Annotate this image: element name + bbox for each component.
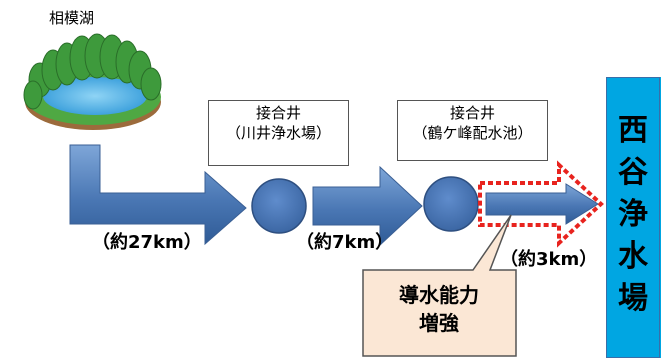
destination-plant: 西 谷 浄 水 場 — [606, 77, 660, 358]
destination-char: 水 — [618, 239, 648, 274]
junction-label-name: （川井浄水場） — [225, 124, 331, 142]
flow-arrow-lake — [69, 144, 247, 246]
destination-char: 谷 — [618, 155, 648, 190]
callout-line-1: 導水能力 — [399, 283, 479, 307]
capacity-highlight-outline — [478, 160, 604, 248]
junction-label-box-1: 接合井 （川井浄水場） — [208, 100, 349, 166]
junction-label-name: （鶴ケ峰配水池） — [412, 124, 533, 142]
lake-label: 相模湖 — [49, 9, 95, 27]
junction-node-2 — [423, 176, 479, 232]
flow-arrow-final — [485, 183, 599, 225]
junction-label-title: 接合井 — [449, 104, 495, 122]
lake-illustration — [23, 33, 162, 130]
destination-char: 浄 — [618, 197, 648, 232]
destination-char: 西 — [618, 113, 648, 148]
junction-label-title: 接合井 — [255, 104, 301, 122]
destination-box-bg — [606, 77, 661, 358]
distance-label-1: （約27km） — [92, 232, 202, 253]
junction-node-1 — [251, 178, 307, 234]
destination-char: 場 — [618, 281, 648, 316]
distance-label-2: （約7km） — [296, 232, 394, 253]
flow-arrow-middle — [312, 165, 423, 247]
callout-line-2: 増強 — [419, 311, 459, 335]
distance-label-3: （約3km） — [500, 249, 598, 270]
junction-label-box-2: 接合井 （鶴ケ峰配水池） — [397, 100, 548, 161]
callout-text: 導水能力 増強 — [370, 281, 508, 337]
callout-bubble — [362, 214, 517, 357]
